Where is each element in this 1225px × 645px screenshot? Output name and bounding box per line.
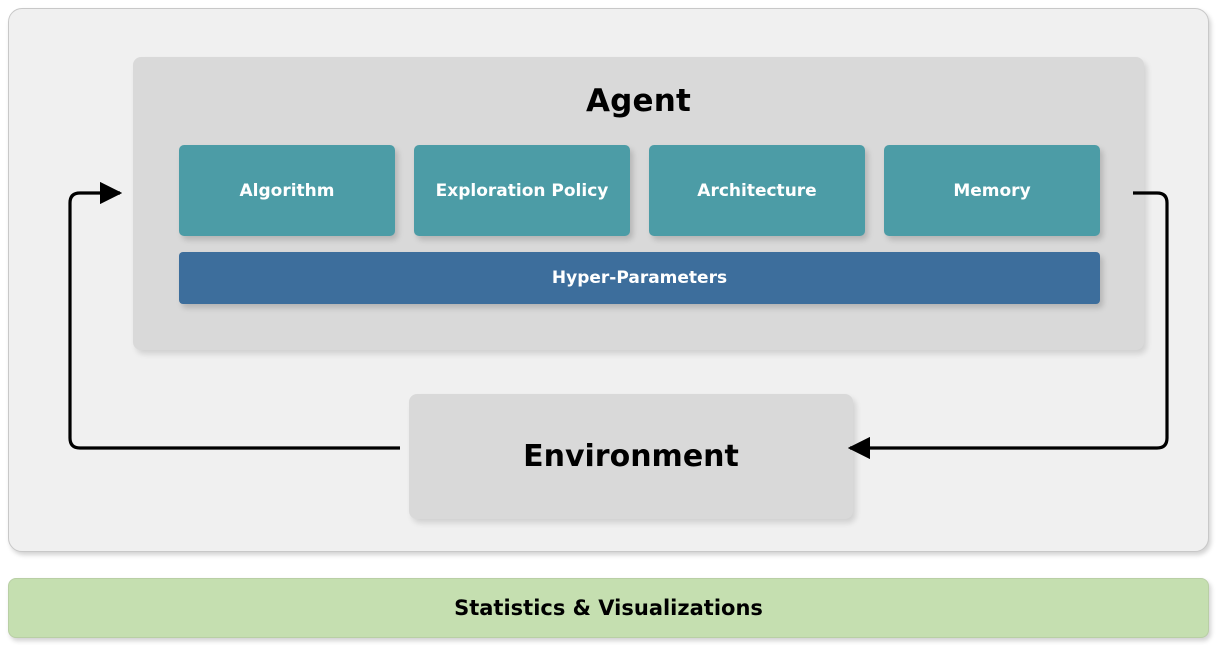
agent-component-row: Algorithm Exploration Policy Architectur… <box>179 145 1100 236</box>
hyper-parameters-bar[interactable]: Hyper-Parameters <box>179 252 1100 304</box>
agent-component-memory[interactable]: Memory <box>884 145 1100 236</box>
statistics-visualizations-label: Statistics & Visualizations <box>454 596 763 620</box>
agent-component-algorithm[interactable]: Algorithm <box>179 145 395 236</box>
agent-title: Agent <box>585 83 692 119</box>
rl-loop-panel: Agent Algorithm Exploration Policy Archi… <box>8 8 1209 552</box>
agent-box: Agent Algorithm Exploration Policy Archi… <box>133 57 1144 350</box>
agent-component-architecture[interactable]: Architecture <box>649 145 865 236</box>
statistics-visualizations-bar[interactable]: Statistics & Visualizations <box>8 578 1209 638</box>
agent-component-exploration-policy[interactable]: Exploration Policy <box>414 145 630 236</box>
environment-box: Environment <box>409 394 853 519</box>
environment-label: Environment <box>523 439 739 474</box>
